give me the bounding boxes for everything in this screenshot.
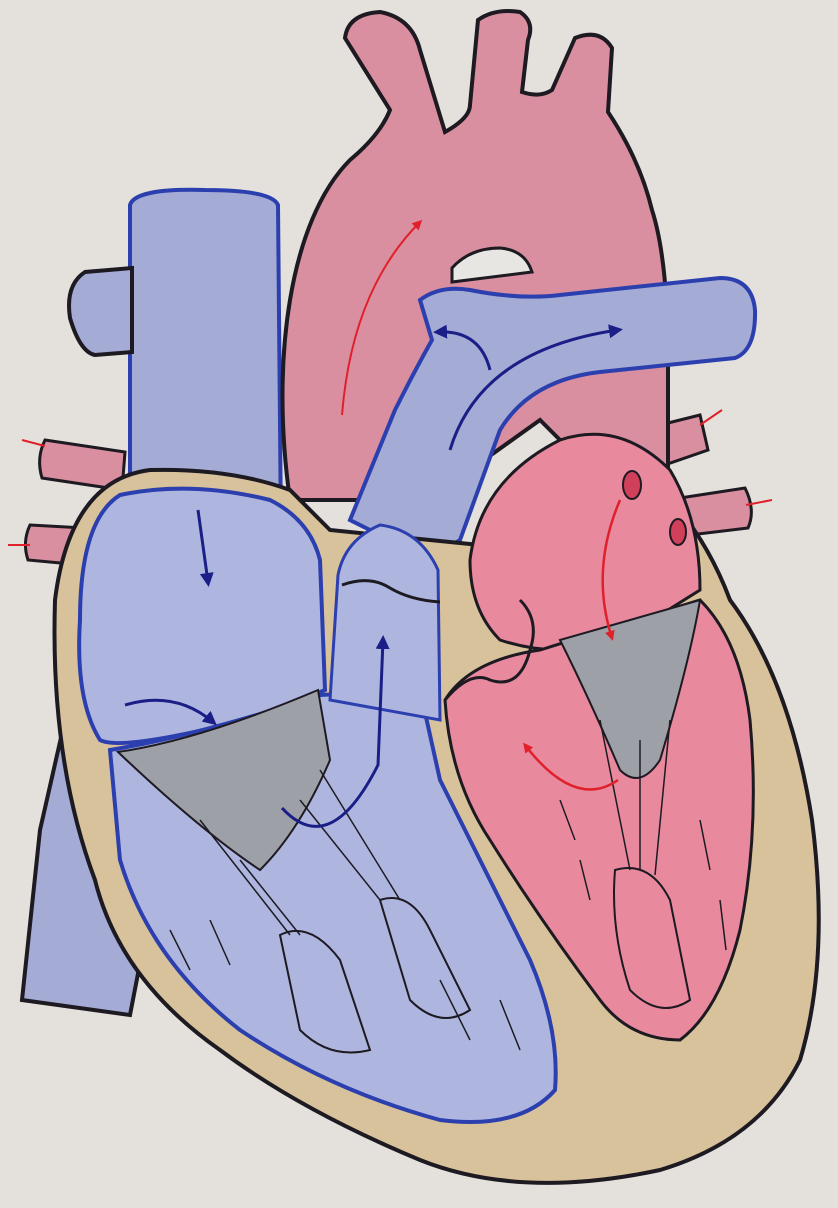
pulmonary-vein-opening-1 bbox=[623, 471, 641, 499]
brachiocephalic-vein bbox=[69, 268, 132, 355]
right-ventricle-outflow-tract bbox=[330, 525, 440, 720]
pulmonary-vein-opening-2 bbox=[670, 519, 686, 545]
